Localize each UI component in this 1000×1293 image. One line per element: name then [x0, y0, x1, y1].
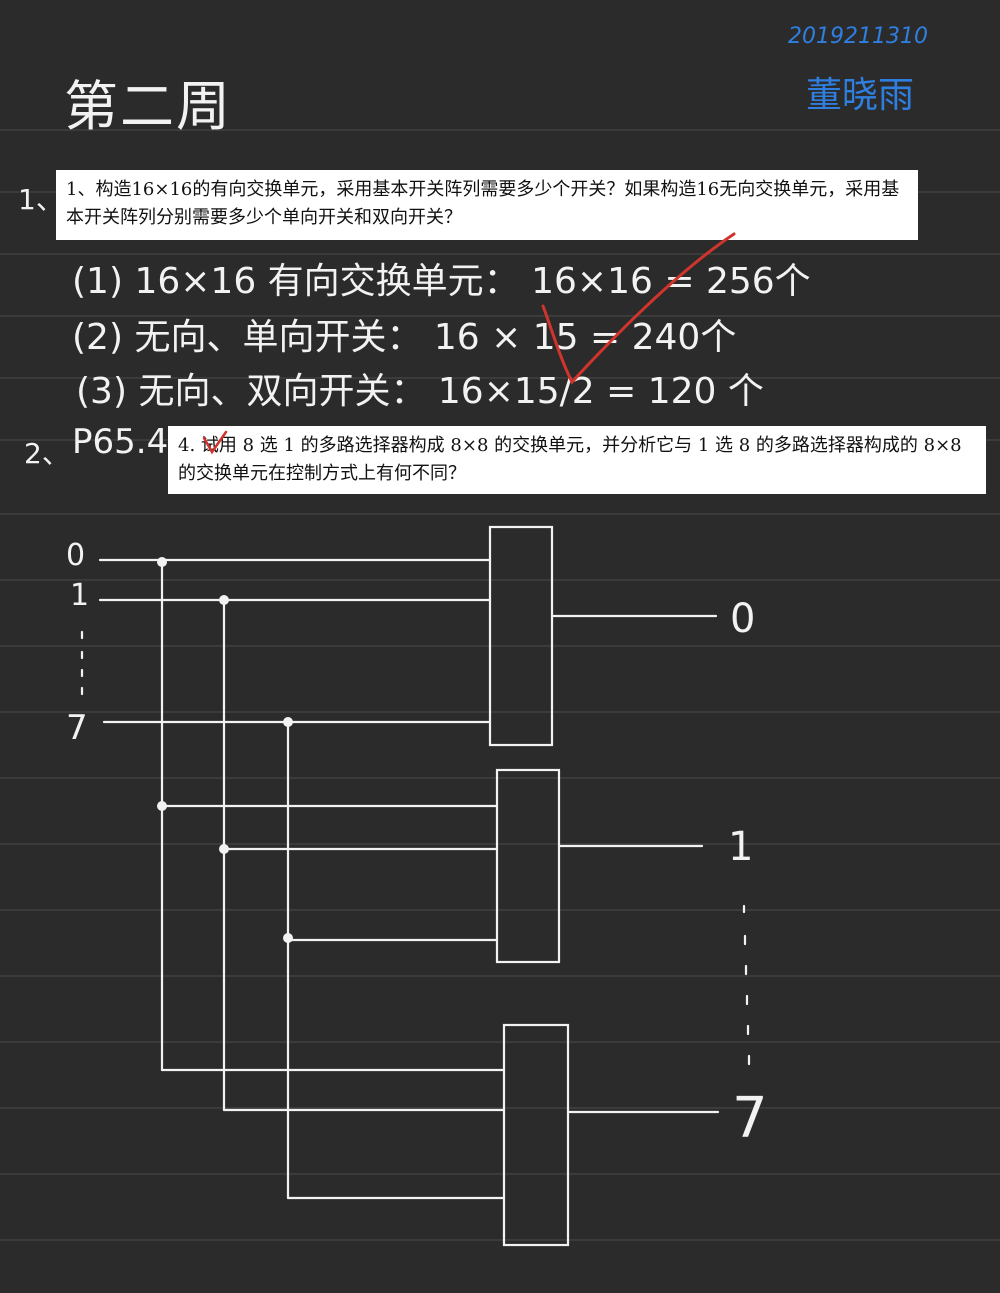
q1-answer-3: (3) 无向、双向开关： 16×15/2 = 120 个: [76, 371, 764, 412]
q1-answer-2: (2) 无向、单向开关： 16 × 15 = 240个: [72, 317, 737, 358]
output-label-0: 0: [730, 596, 756, 642]
q2-question-text: 4. 试用 8 选 1 的多路选择器构成 8×8 的交换单元，并分析它与 1 选…: [178, 435, 962, 484]
q1-question-text: 1、构造16×16的有向交换单元，采用基本开关阵列需要多少个开关？如果构造16无…: [66, 179, 900, 228]
student-id: 2019211310: [788, 24, 928, 49]
q2-question-box: 4. 试用 8 选 1 的多路选择器构成 8×8 的交换单元，并分析它与 1 选…: [168, 426, 986, 494]
input-label-0: 0: [66, 538, 86, 573]
q2-number: 2、: [24, 437, 70, 470]
q1-question-box: 1、构造16×16的有向交换单元，采用基本开关阵列需要多少个开关？如果构造16无…: [56, 170, 918, 240]
output-label-7: 7: [732, 1086, 768, 1151]
input-label-7: 7: [66, 708, 88, 748]
input-label-1: 1: [70, 578, 90, 613]
q1-answer-1: (1) 16×16 有向交换单元： 16×16 = 256个: [72, 261, 811, 302]
q2-reference: P65.4: [72, 422, 169, 462]
page-title: 第二周: [64, 75, 232, 138]
student-name: 董晓雨: [806, 75, 915, 116]
output-label-1: 1: [728, 824, 754, 870]
